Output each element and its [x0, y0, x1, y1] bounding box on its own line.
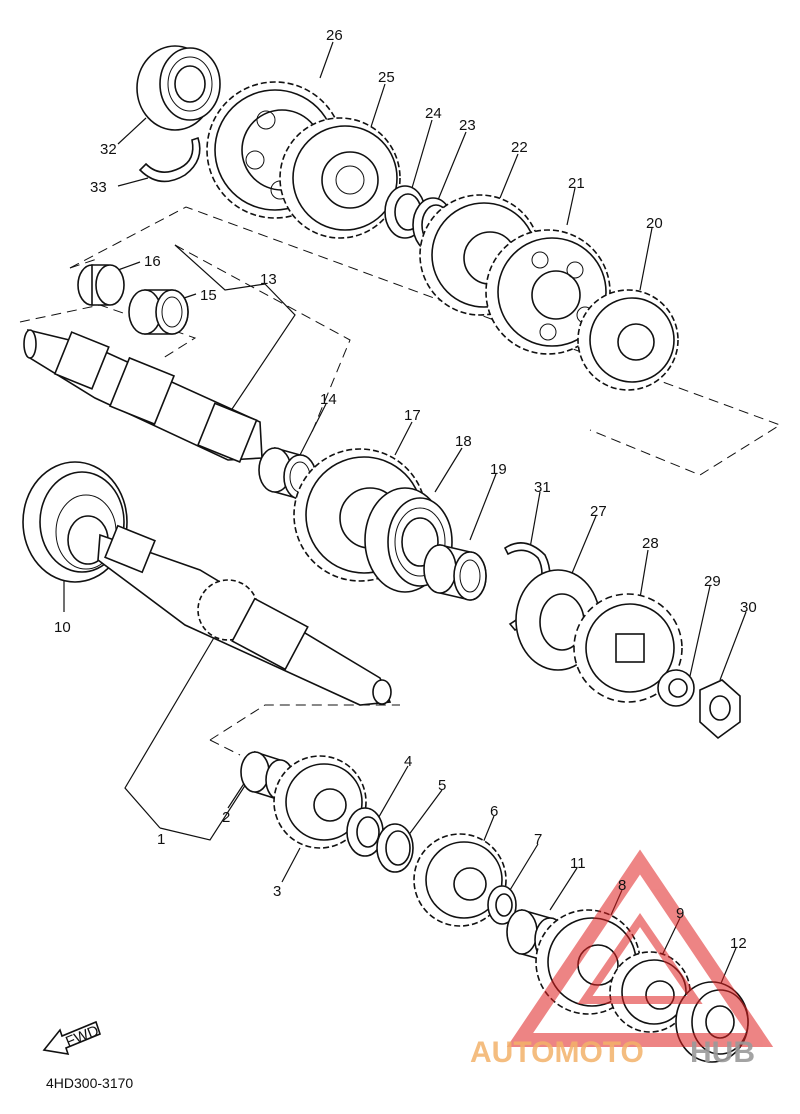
callout-22: 22 — [511, 139, 528, 156]
callout-33: 33 — [90, 179, 107, 196]
callout-15: 15 — [200, 287, 217, 304]
callout-11: 11 — [570, 855, 586, 872]
callout-1: 1 — [157, 831, 165, 848]
callout-29: 29 — [704, 573, 721, 590]
callout-30: 30 — [740, 599, 757, 616]
watermark-logo — [506, 849, 774, 1047]
callout-9: 9 — [676, 905, 684, 922]
callout-16: 16 — [144, 253, 161, 270]
callout-27: 27 — [590, 503, 607, 520]
figure-code: 4HD300-3170 — [46, 1075, 133, 1091]
washer-7 — [487, 885, 517, 925]
callout-28: 28 — [642, 535, 659, 552]
gear-21 — [485, 229, 611, 355]
callout-5: 5 — [438, 777, 446, 794]
gear-20 — [577, 289, 679, 391]
callout-12: 12 — [730, 935, 747, 952]
callout-18: 18 — [455, 433, 472, 450]
watermark-text-right: HUB — [690, 1036, 755, 1069]
bearing-32 — [136, 45, 221, 131]
collar-16 — [77, 264, 125, 306]
callout-21: 21 — [568, 175, 585, 192]
drive-axle — [97, 524, 392, 706]
gear-25 — [279, 117, 401, 239]
callout-7: 7 — [534, 831, 542, 848]
main-axle-13 — [23, 328, 263, 463]
callout-20: 20 — [646, 215, 663, 232]
callout-19: 19 — [490, 461, 507, 478]
callout-numbers: 1 2 3 4 5 6 7 8 9 10 11 12 13 14 15 16 1… — [54, 27, 757, 952]
circlip-5 — [376, 823, 414, 873]
fwd-label: FWD — [63, 1022, 101, 1051]
callout-3: 3 — [273, 883, 281, 900]
callout-17: 17 — [404, 407, 421, 424]
callout-10: 10 — [54, 619, 71, 636]
callout-8: 8 — [618, 877, 626, 894]
callout-31: 31 — [534, 479, 551, 496]
callout-24: 24 — [425, 105, 442, 122]
callout-14: 14 — [320, 391, 337, 408]
gear-3 — [273, 755, 367, 849]
callout-2: 2 — [222, 809, 230, 826]
callout-13: 13 — [260, 271, 277, 288]
callout-6: 6 — [490, 803, 498, 820]
circlip-33 — [138, 136, 201, 183]
callout-23: 23 — [459, 117, 476, 134]
callout-25: 25 — [378, 69, 395, 86]
collar-19 — [423, 543, 487, 601]
callout-32: 32 — [100, 141, 117, 158]
callout-26: 26 — [326, 27, 343, 44]
sprocket-28 — [573, 593, 683, 703]
nut-30 — [699, 679, 741, 740]
collar-15 — [128, 289, 189, 335]
callout-4: 4 — [404, 753, 412, 770]
washer-4 — [346, 807, 384, 857]
gear-6 — [413, 833, 507, 927]
lock-washer-29 — [657, 669, 695, 707]
fwd-arrow: FWD — [42, 1020, 101, 1056]
watermark-text-left: AUTOMOTO — [470, 1036, 644, 1069]
